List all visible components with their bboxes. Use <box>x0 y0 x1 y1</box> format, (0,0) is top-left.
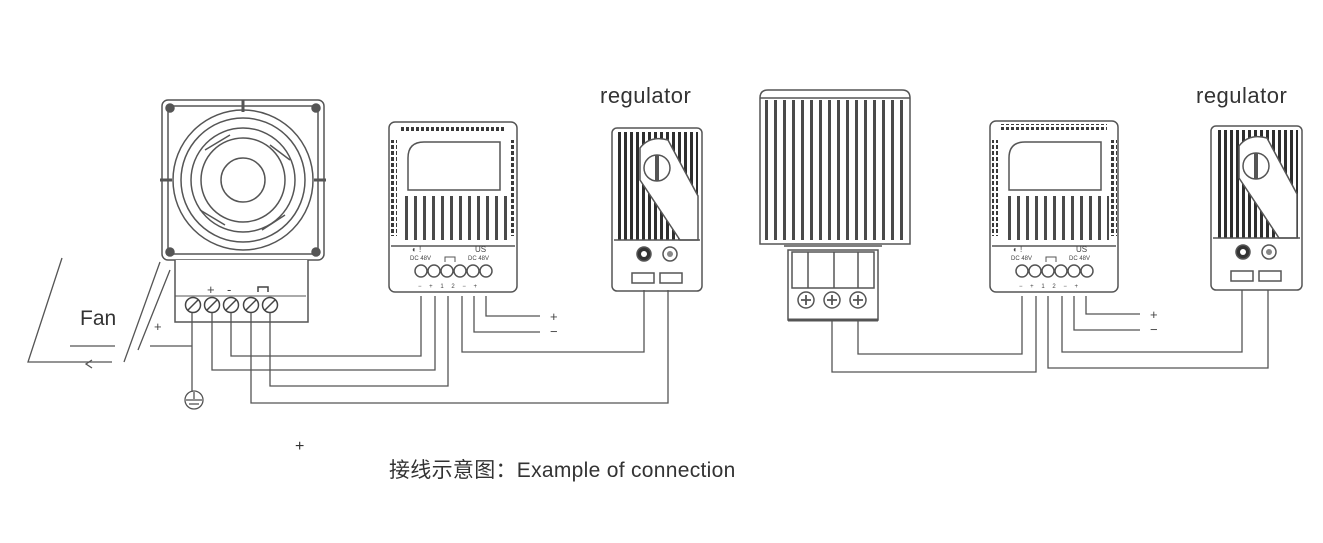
left-power-minus: − <box>550 324 558 339</box>
regulator-left-label: regulator <box>600 83 692 108</box>
fan-terminal-minus: - <box>227 282 231 297</box>
right-power-minus: − <box>1150 322 1158 337</box>
fan-sketch <box>27 257 204 410</box>
thermostat-module-left <box>388 121 518 293</box>
diagram-caption: 接线示意图：Example of connection <box>389 459 736 482</box>
module-left-dc-left: DC 48V <box>410 256 431 262</box>
module-right-dc-left: DC 48V <box>1011 256 1032 262</box>
left-power-plus: + <box>550 309 558 324</box>
module-left-top-left: ◐ ! <box>412 245 421 254</box>
finned-heater <box>759 89 911 322</box>
module-left-top-right: US <box>475 245 486 254</box>
module-right-dc-right: DC 48V <box>1069 256 1090 262</box>
fan-label: Fan <box>80 307 117 330</box>
wires-left <box>211 290 669 404</box>
fan-sketch-plus: + <box>154 319 162 334</box>
fan-heater <box>160 99 326 323</box>
module-right-top-right: US <box>1076 245 1087 254</box>
stray-plus-mark: + <box>295 438 305 455</box>
module-right-top-left: ◐ ! <box>1013 245 1022 254</box>
fan-terminal-plus: + <box>207 282 215 297</box>
regulator-left <box>611 127 703 292</box>
fan-heater-terminals <box>184 286 279 314</box>
module-left-terminals: − + 1 2 − + <box>418 284 480 290</box>
module-left-dc-right: DC 48V <box>468 256 489 262</box>
right-power-plus: + <box>1150 307 1158 322</box>
regulator-right-label: regulator <box>1196 83 1288 108</box>
regulator-right <box>1210 125 1303 291</box>
module-right-terminals: − + 1 2 − + <box>1019 284 1081 290</box>
thermostat-module-right <box>989 120 1119 293</box>
wires-right <box>831 290 1269 373</box>
